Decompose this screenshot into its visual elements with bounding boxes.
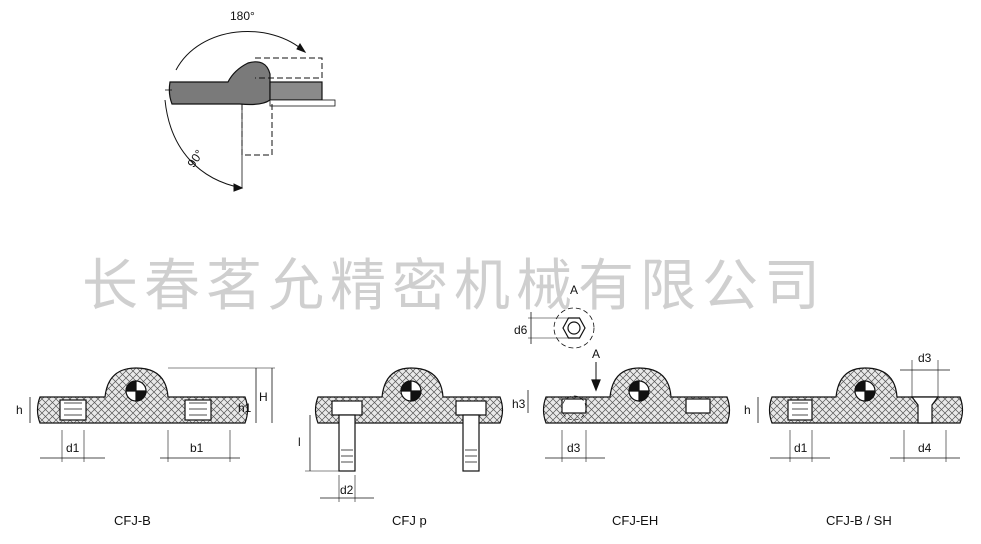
dim-d1-1: d1 <box>66 441 80 455</box>
hinge-rotation-detail <box>164 31 336 192</box>
dim-d3-4: d3 <box>918 351 932 365</box>
dim-d4: d4 <box>918 441 932 455</box>
dim-H: H <box>259 390 268 404</box>
view-cfj-b <box>29 367 275 462</box>
dim-b1: b1 <box>190 441 204 455</box>
detail-label-A-top: A <box>570 283 578 297</box>
view-cfj-p <box>305 367 504 502</box>
dim-d6: d6 <box>514 323 528 337</box>
dim-d1-4: d1 <box>794 441 808 455</box>
caption-cfj-b: CFJ-B <box>114 513 151 528</box>
view-cfj-b-sh <box>757 360 964 462</box>
caption-cfj-eh: CFJ-EH <box>612 513 658 528</box>
dim-d2: d2 <box>340 483 354 497</box>
view-cfj-eh <box>527 307 731 462</box>
caption-cfj-p: CFJ p <box>392 513 427 528</box>
angle-90-label: 90° <box>184 147 206 170</box>
angle-180-label: 180° <box>230 9 255 23</box>
dim-l: l <box>298 435 301 449</box>
dim-h1: h1 <box>238 401 252 415</box>
dim-d3-1: d3 <box>567 441 581 455</box>
watermark-text: 长春茗允精密机械有限公司 <box>82 254 826 319</box>
dim-h-1: h <box>16 403 23 417</box>
dim-h-4: h <box>744 403 751 417</box>
dim-h3: h3 <box>512 397 526 411</box>
arrow-label-A: A <box>592 347 600 361</box>
caption-cfj-b-sh: CFJ-B / SH <box>826 513 892 528</box>
